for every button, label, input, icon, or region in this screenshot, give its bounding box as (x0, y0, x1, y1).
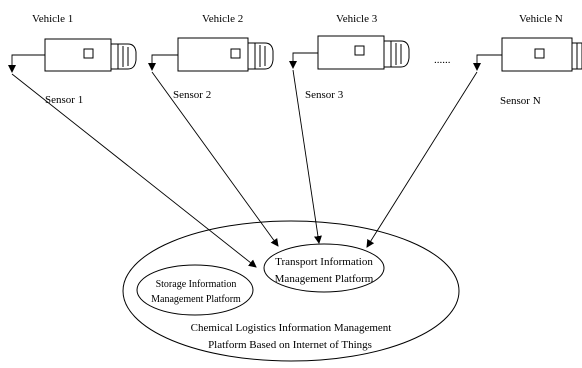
transport-platform-ellipse (263, 243, 385, 293)
main-platform-line-1: Chemical Logistics Information Managemen… (191, 322, 392, 334)
vehicle-1-icon (44, 38, 137, 72)
sensor-3-label: Sensor 3 (305, 89, 344, 101)
sensor-2-drop-arrow (148, 54, 178, 71)
vehicle-3-label: Vehicle 3 (336, 13, 378, 25)
storage-platform-ellipse (136, 264, 254, 316)
storage-platform-line-1: Storage Information (156, 279, 237, 290)
vehicle-1-label: Vehicle 1 (32, 13, 73, 25)
sensor-1-label: Sensor 1 (45, 94, 83, 106)
sensor-2-label: Sensor 2 (173, 89, 211, 101)
transport-platform-line-1: Transport Information (275, 256, 373, 268)
sensor-3-link-arrow (292, 69, 322, 244)
sensor-1-drop-arrow (8, 54, 45, 73)
vehicle-n-icon (501, 37, 582, 72)
sensor-2-link-arrow (151, 71, 279, 247)
sensor-n-label: Sensor N (500, 95, 541, 107)
sensor-n-drop-arrow (473, 54, 502, 71)
vehicle-ellipsis: ...... (434, 54, 451, 66)
vehicle-2-icon (177, 37, 274, 72)
main-platform-line-2: Platform Based on Internet of Things (208, 339, 372, 351)
sensor-arrows (8, 52, 502, 268)
sensor-1-link-arrow (11, 73, 257, 268)
transport-platform-line-2: Management Platform (275, 273, 374, 285)
sensor-3-drop-arrow (289, 52, 318, 69)
vehicle-3-icon (317, 35, 410, 70)
vehicle-2-label: Vehicle 2 (202, 13, 243, 25)
vehicle-n-label: Vehicle N (519, 13, 563, 25)
storage-platform-line-2: Management Platform (151, 294, 241, 305)
sensor-n-link-arrow (366, 71, 478, 248)
main-platform-ellipse (122, 220, 460, 362)
